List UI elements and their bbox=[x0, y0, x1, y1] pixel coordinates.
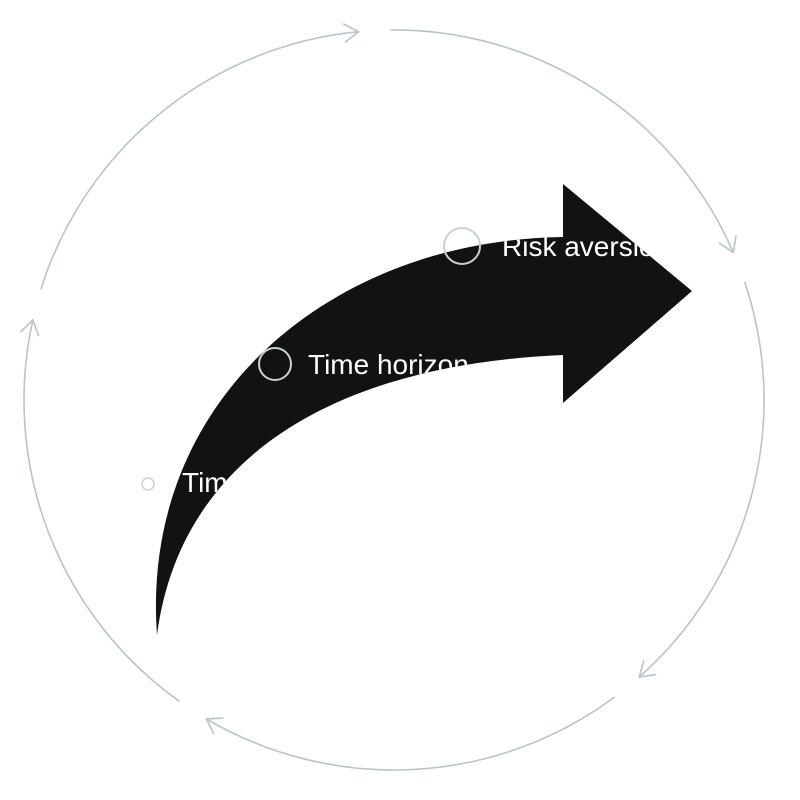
item-label-time-horizon: Time horizon bbox=[308, 349, 469, 380]
cycle-ring-segment bbox=[638, 281, 765, 678]
cycle-arrowhead-icon bbox=[638, 660, 657, 678]
item-marker-circle bbox=[258, 347, 292, 381]
item-label-risk-aversion: Risk aversion bbox=[502, 231, 670, 262]
cycle-arrowhead-icon bbox=[718, 235, 737, 254]
cycle-arrowhead-icon bbox=[205, 717, 224, 735]
cycle-ring-segment bbox=[205, 696, 615, 771]
item-time: Time bbox=[141, 467, 243, 498]
cycle-ring bbox=[20, 23, 765, 771]
item-marker-circle bbox=[443, 227, 481, 265]
cycle-ring-segment bbox=[40, 30, 360, 290]
cycle-ring-segment bbox=[390, 29, 735, 254]
cycle-arrowhead-icon bbox=[20, 319, 40, 337]
item-label-time: Time bbox=[182, 467, 243, 498]
cycle-arrowhead-icon bbox=[342, 23, 360, 43]
curved-arrow-shape bbox=[155, 184, 692, 635]
item-marker-circle bbox=[141, 477, 155, 491]
cycle-ring-segment bbox=[23, 319, 180, 702]
